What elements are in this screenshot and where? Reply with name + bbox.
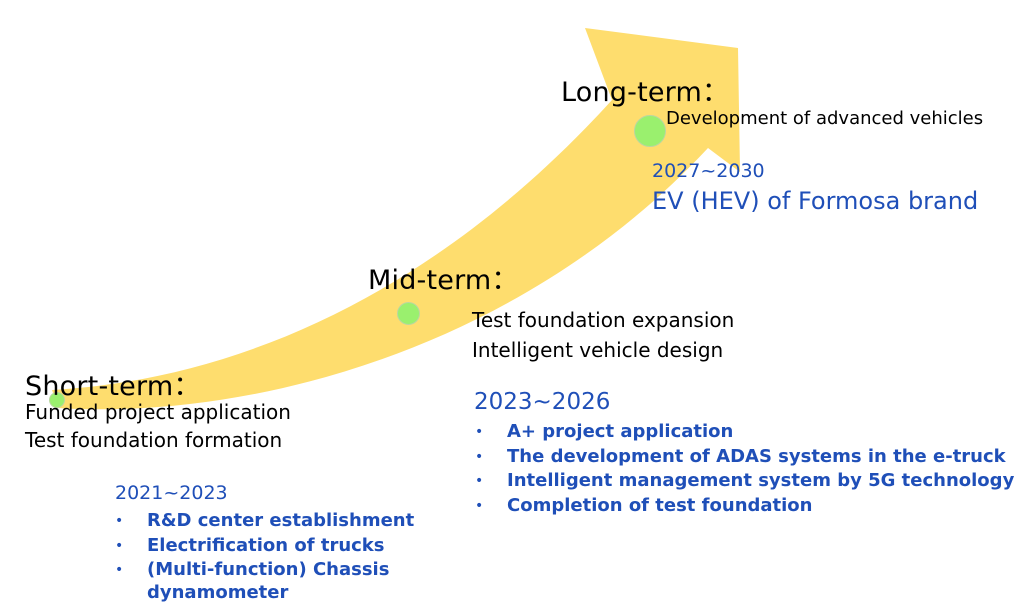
list-item: •The development of ADAS systems in the … xyxy=(475,445,1014,470)
list-item: •A+ project application xyxy=(475,420,1014,445)
long-term-years: 2027~2030 xyxy=(652,160,765,182)
short-term-heading: Short-term： xyxy=(25,371,201,402)
list-item: •Completion of test foundation xyxy=(475,494,1014,519)
short-term-line: Funded project application xyxy=(25,400,291,424)
bullet-icon: • xyxy=(475,448,484,465)
short-term-node xyxy=(49,392,65,408)
bullet-icon: • xyxy=(115,537,124,554)
list-item: •R&D center establishment xyxy=(115,509,414,534)
short-term-years: 2021~2023 xyxy=(115,482,228,504)
bullet-icon: • xyxy=(475,424,484,440)
arrow-shape xyxy=(52,28,740,410)
long-term-description: Development of advanced vehicles xyxy=(666,108,984,129)
short-term-lines: Funded project application Test foundati… xyxy=(25,398,291,454)
long-term-node xyxy=(634,115,666,147)
list-item: •Electrification of trucks xyxy=(115,534,414,559)
short-term-line: Test foundation formation xyxy=(25,428,283,452)
list-item: •(Multi-function) Chassis xyxy=(115,558,414,583)
list-item: dynamometer xyxy=(147,581,289,603)
mid-term-line: Intelligent vehicle design xyxy=(472,338,724,362)
bullet-icon: • xyxy=(475,473,484,489)
long-term-goal: EV (HEV) of Formosa brand xyxy=(652,187,979,215)
mid-term-node xyxy=(397,302,420,325)
list-item: •Intelligent management system by 5G tec… xyxy=(475,469,1014,494)
mid-term-line: Test foundation expansion xyxy=(472,308,735,332)
short-term-list: •R&D center establishment •Electrificati… xyxy=(115,509,414,605)
mid-term-list: •A+ project application •The development… xyxy=(475,420,1014,518)
mid-term-years: 2023~2026 xyxy=(474,389,611,415)
mid-term-heading: Mid-term： xyxy=(368,265,519,296)
mid-term-lines: Test foundation expansion Intelligent ve… xyxy=(472,306,734,364)
bullet-icon: • xyxy=(475,497,484,514)
long-term-heading: Long-term： xyxy=(561,77,730,108)
bullet-icon: • xyxy=(115,513,124,529)
bullet-icon: • xyxy=(115,562,124,578)
